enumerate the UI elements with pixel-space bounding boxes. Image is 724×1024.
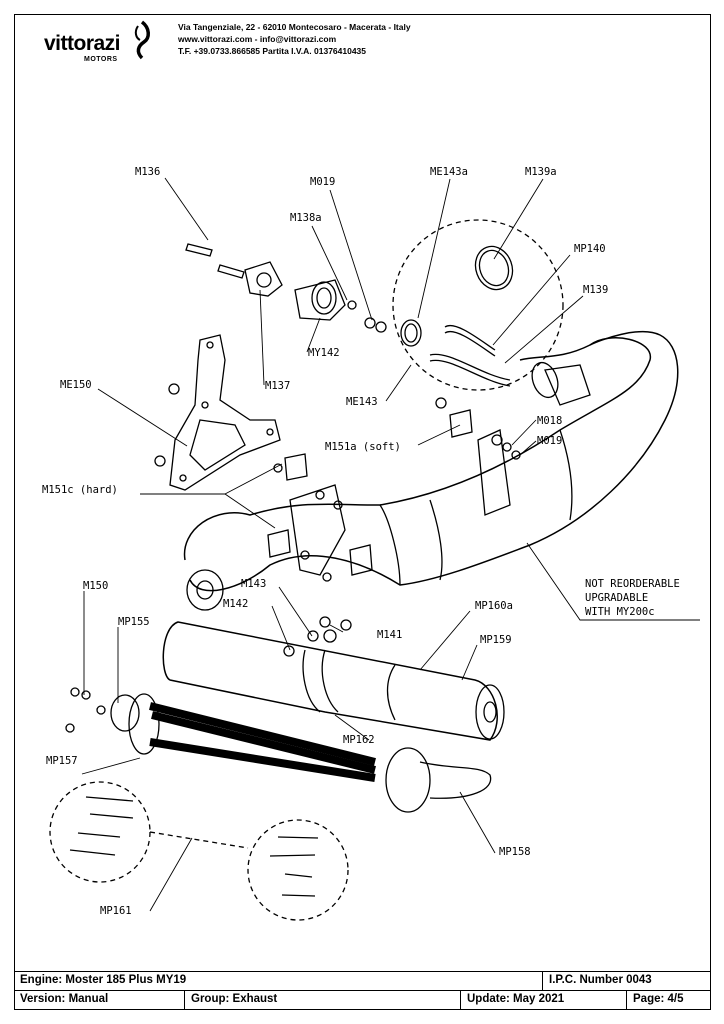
- label-M142: M142: [223, 598, 248, 610]
- engine-field: Engine: Moster 185 Plus MY19: [20, 974, 187, 986]
- label-M139: M139: [583, 284, 608, 296]
- exhaust-pipe: [183, 337, 651, 561]
- title-block: Engine: Moster 185 Plus MY19 I.P.C. Numb…: [14, 971, 711, 1010]
- label-MP140: MP140: [574, 243, 606, 255]
- company-address: Via Tangenziale, 22 - 62010 Montecosaro …: [178, 22, 411, 32]
- label-M151a: M151a (soft): [325, 441, 401, 453]
- label-ME143: ME143: [346, 396, 378, 408]
- page-field: Page: 4/5: [626, 991, 711, 1009]
- label-M143: M143: [241, 578, 266, 590]
- bracket-plate: [169, 334, 281, 491]
- note-line-2: UPGRADABLE: [585, 592, 648, 604]
- label-MP162: MP162: [343, 734, 375, 746]
- gasket: [244, 261, 283, 297]
- company-logo-sub: MOTORS: [84, 56, 118, 63]
- label-M019-top: M019: [310, 176, 335, 188]
- ipc-number-field: I.P.C. Number 0043: [542, 972, 711, 990]
- label-MY142: MY142: [308, 347, 340, 359]
- version-field: Version: Manual: [20, 993, 109, 1005]
- company-phone: T.F. +39.0733.866585 Partita I.V.A. 0137…: [178, 46, 367, 56]
- update-field: Update: May 2021: [460, 991, 626, 1009]
- group-field: Group: Exhaust: [184, 991, 460, 1009]
- label-M138a: M138a: [290, 212, 322, 224]
- label-MP158: MP158: [499, 846, 531, 858]
- label-MP160a: MP160a: [475, 600, 513, 612]
- label-ME143a: ME143a: [430, 166, 468, 178]
- logo-swirl-icon: [134, 20, 150, 60]
- note-line-1: NOT REORDERABLE: [585, 578, 680, 590]
- label-MP159: MP159: [480, 634, 512, 646]
- label-M150: M150: [83, 580, 108, 592]
- label-M136: M136: [135, 166, 160, 178]
- company-web: www.vittorazi.com - info@vittorazi.com: [178, 34, 337, 44]
- label-M018: M018: [537, 415, 562, 427]
- header: vittorazi MOTORS Via Tangenziale, 22 - 6…: [40, 18, 640, 68]
- label-MP155: MP155: [118, 616, 150, 628]
- label-M019-right: M019: [537, 435, 562, 447]
- label-M139a: M139a: [525, 166, 557, 178]
- label-MP161: MP161: [100, 905, 132, 917]
- label-M141: M141: [377, 629, 402, 641]
- label-MP157: MP157: [46, 755, 78, 767]
- label-M151c: M151c (hard): [42, 484, 118, 496]
- company-logo: vittorazi: [44, 32, 121, 55]
- label-ME150: ME150: [60, 379, 92, 391]
- note-line-3: WITH MY200c: [585, 606, 655, 618]
- label-M137: M137: [265, 380, 290, 392]
- silencer-body: [162, 621, 498, 741]
- drawing-frame: [14, 14, 711, 1010]
